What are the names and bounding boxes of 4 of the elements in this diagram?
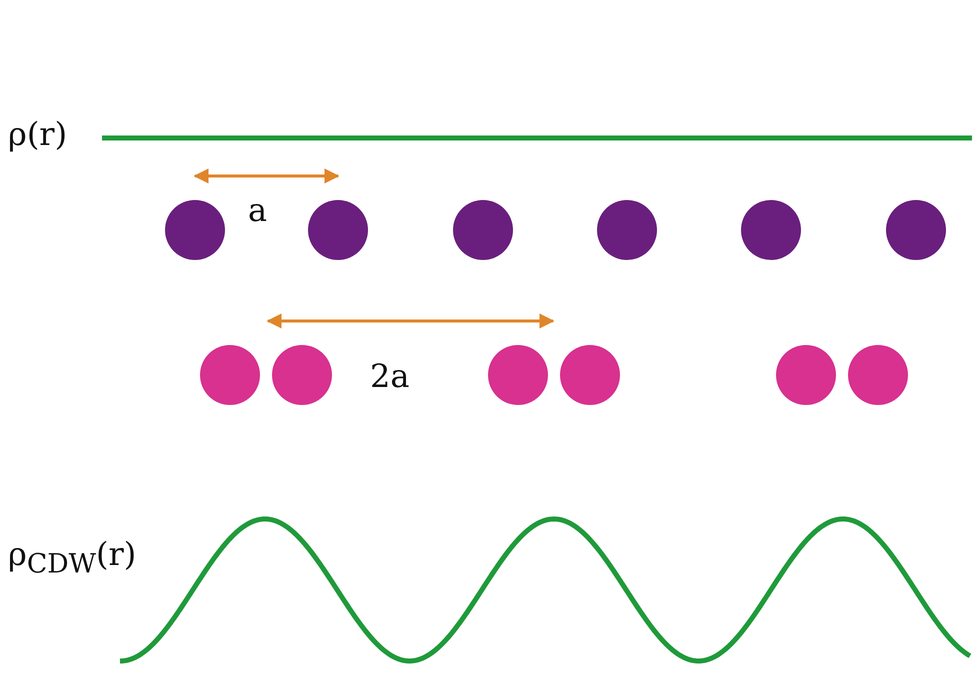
axis-label: ρ(r)	[8, 118, 68, 150]
dimension-label: 2a	[370, 360, 410, 392]
axis-label: ρ$_{CDW}$(r)	[8, 538, 136, 578]
dimension-label: a	[248, 194, 268, 226]
